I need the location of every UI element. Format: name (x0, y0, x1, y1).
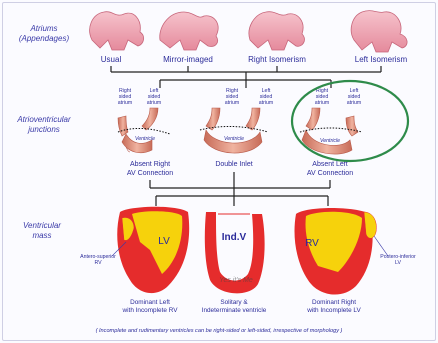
ventricle-dominant-right-icon (295, 208, 377, 295)
j2-caption-1: Double Inlet (215, 161, 252, 168)
junction-double-inlet-icon (200, 108, 268, 153)
appendages-label: (Appendages) (19, 34, 70, 43)
j3-ventricle: Ventricle (320, 138, 340, 144)
v1-caption-2: with Incomplete RV (122, 307, 179, 314)
j3-caption-2: AV Connection (307, 170, 353, 177)
ventricular-label: Ventricular (23, 221, 61, 230)
v1-side-2: RV (94, 260, 102, 266)
j2-right-3: atrium (225, 100, 239, 106)
chamber-rv: RV (305, 238, 319, 249)
atrium-left-isomerism-icon (351, 11, 407, 52)
j3-left-3: atrium (347, 100, 361, 106)
j3-right-3: atrium (315, 100, 329, 106)
j1-left-3: atrium (147, 100, 161, 106)
mass-label: mass (32, 231, 51, 240)
watermark-text: Yes it's Me (219, 277, 253, 284)
v1-caption-1: Dominant Left (130, 299, 170, 306)
v2-caption-2: Indeterminate ventricle (202, 307, 267, 314)
arrangement-mirror: Mirror-imaged (163, 55, 213, 64)
atrium-right-isomerism-icon (249, 12, 305, 50)
arrangement-usual: Usual (101, 55, 122, 64)
j2-ventricle: Ventricle (224, 136, 244, 142)
bracket-atrium-junction (111, 66, 381, 88)
bracket-junction-ventricle (150, 172, 330, 206)
junction-absent-right-icon (118, 108, 170, 153)
arrangement-left-isomerism: Left Isomerism (355, 55, 408, 64)
footnote: ( Incomplete and rudimentary ventricles … (96, 328, 343, 334)
v3-caption-1: Dominant Right (312, 299, 356, 306)
atrioventricular-label: Atrioventricular (16, 115, 71, 124)
v3-caption-2: with Incomplete LV (306, 307, 361, 314)
v3-pointer (374, 236, 388, 256)
atriums-label: Atriums (29, 24, 57, 33)
arrangement-right-isomerism: Right Isomerism (248, 55, 306, 64)
j1-right-3: atrium (118, 100, 132, 106)
atrium-usual-icon (90, 12, 144, 50)
j3-caption-1: Absent Left (312, 161, 347, 168)
v2-caption-1: Solitary & (220, 299, 248, 306)
j2-left-3: atrium (259, 100, 273, 106)
j1-ventricle: Ventricle (135, 136, 155, 142)
j1-caption-2: AV Connection (127, 170, 173, 177)
atrium-mirror-icon (160, 12, 218, 50)
chamber-lv: LV (158, 236, 170, 247)
v3-side-2: LV (395, 260, 401, 266)
j1-caption-1: Absent Right (130, 161, 170, 168)
junctions-label: junctions (27, 125, 60, 134)
chamber-indeterminate: Ind.V (222, 232, 247, 243)
junction-absent-left-icon (300, 108, 362, 154)
ventricle-dominant-left-icon (117, 207, 189, 293)
